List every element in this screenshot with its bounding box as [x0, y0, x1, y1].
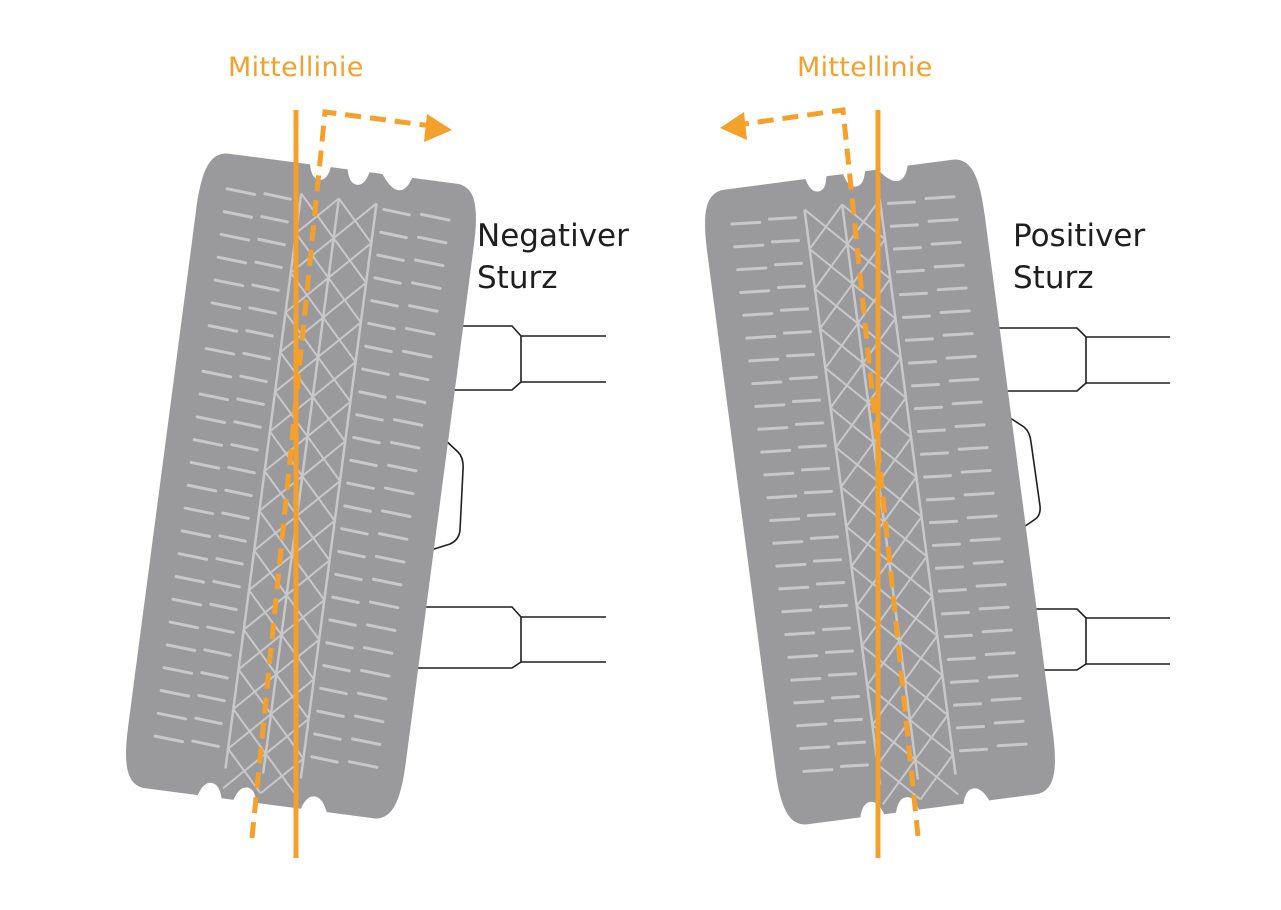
left-direction-arrow-icon — [424, 114, 452, 142]
right-centerline-group — [720, 107, 921, 858]
positive-camber-label-line2: Sturz — [1013, 260, 1094, 296]
negative-camber-label-line1: Negativer — [477, 218, 629, 254]
right-suspension — [980, 327, 1170, 671]
left-tilt-axis — [249, 109, 433, 839]
right-centerline-label: Mittellinie — [797, 52, 933, 83]
right-direction-arrow-icon — [720, 112, 747, 140]
positive-camber-label: Positiver Sturz — [1013, 215, 1145, 299]
negative-camber-label-line2: Sturz — [477, 260, 558, 296]
right-tilt-axis — [743, 107, 921, 837]
left-tread-pattern — [153, 187, 451, 799]
left-centerline-group — [249, 109, 452, 858]
left-centerline-label: Mittellinie — [228, 52, 364, 83]
right-tire — [699, 156, 1061, 828]
right-tread-pattern — [730, 195, 1028, 805]
negative-camber-label: Negativer Sturz — [477, 215, 629, 299]
left-tire — [120, 150, 482, 822]
positive-camber-label-line1: Positiver — [1013, 218, 1146, 254]
left-suspension — [403, 325, 606, 669]
